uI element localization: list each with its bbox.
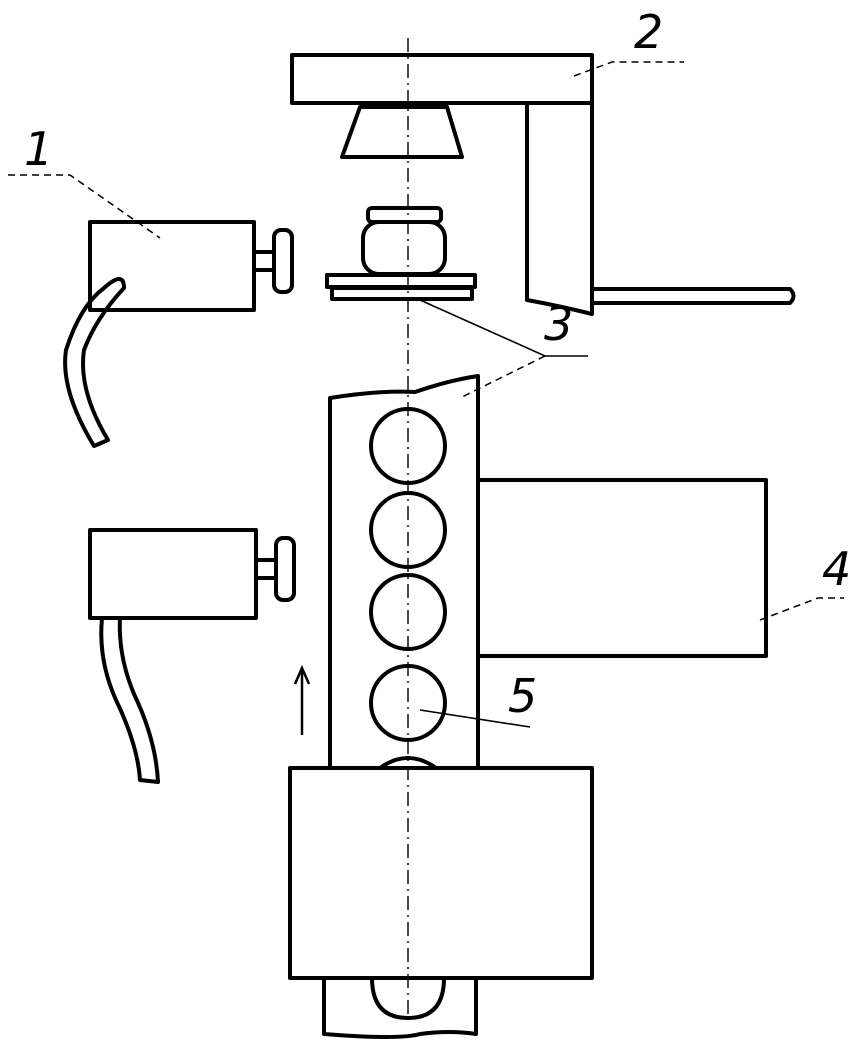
upper-unit-knob-stem — [252, 250, 276, 272]
conveyor-item-4 — [369, 664, 447, 742]
lower-unit — [88, 528, 296, 784]
press-column — [525, 101, 594, 316]
platform-plate-top — [325, 273, 477, 289]
workpiece-cap — [366, 206, 443, 224]
press-assembly — [290, 53, 796, 316]
conveyor-frame — [328, 374, 480, 770]
side-block — [476, 478, 768, 658]
leader-1 — [8, 174, 161, 239]
press-rod — [590, 287, 796, 305]
lower-unit-knob — [274, 536, 296, 602]
label-2: 2 — [634, 5, 663, 59]
press-punch — [340, 105, 464, 159]
press-top-beam — [290, 53, 594, 105]
upper-unit — [63, 220, 294, 448]
lower-feeder — [288, 766, 594, 1039]
leader-4 — [759, 597, 844, 621]
lower-feeder-chute — [322, 976, 478, 1039]
conveyor-item-2 — [369, 491, 447, 569]
conveyor-item-5-partial — [378, 756, 438, 770]
leader-5 — [419, 709, 531, 728]
upper-unit-knob — [272, 228, 294, 294]
conveyor — [293, 374, 480, 770]
label-4: 4 — [822, 542, 851, 596]
conveyor-item-1 — [369, 407, 447, 485]
label-5: 5 — [508, 669, 537, 723]
workpiece-on-platform — [325, 206, 477, 301]
leader-3b — [459, 355, 546, 399]
lower-unit-cable — [99, 616, 160, 784]
lower-unit-knob-stem — [254, 558, 278, 580]
platform-plate-bottom — [330, 286, 474, 301]
upper-unit-cable — [63, 277, 126, 448]
direction-arrow — [293, 664, 311, 735]
label-3: 3 — [544, 297, 573, 351]
lower-feeder-body — [288, 766, 594, 980]
lower-feeder-item — [370, 976, 446, 1020]
workpiece-body — [361, 220, 447, 276]
label-1: 1 — [24, 122, 53, 176]
leader-2 — [573, 61, 684, 77]
lower-unit-body — [88, 528, 258, 620]
